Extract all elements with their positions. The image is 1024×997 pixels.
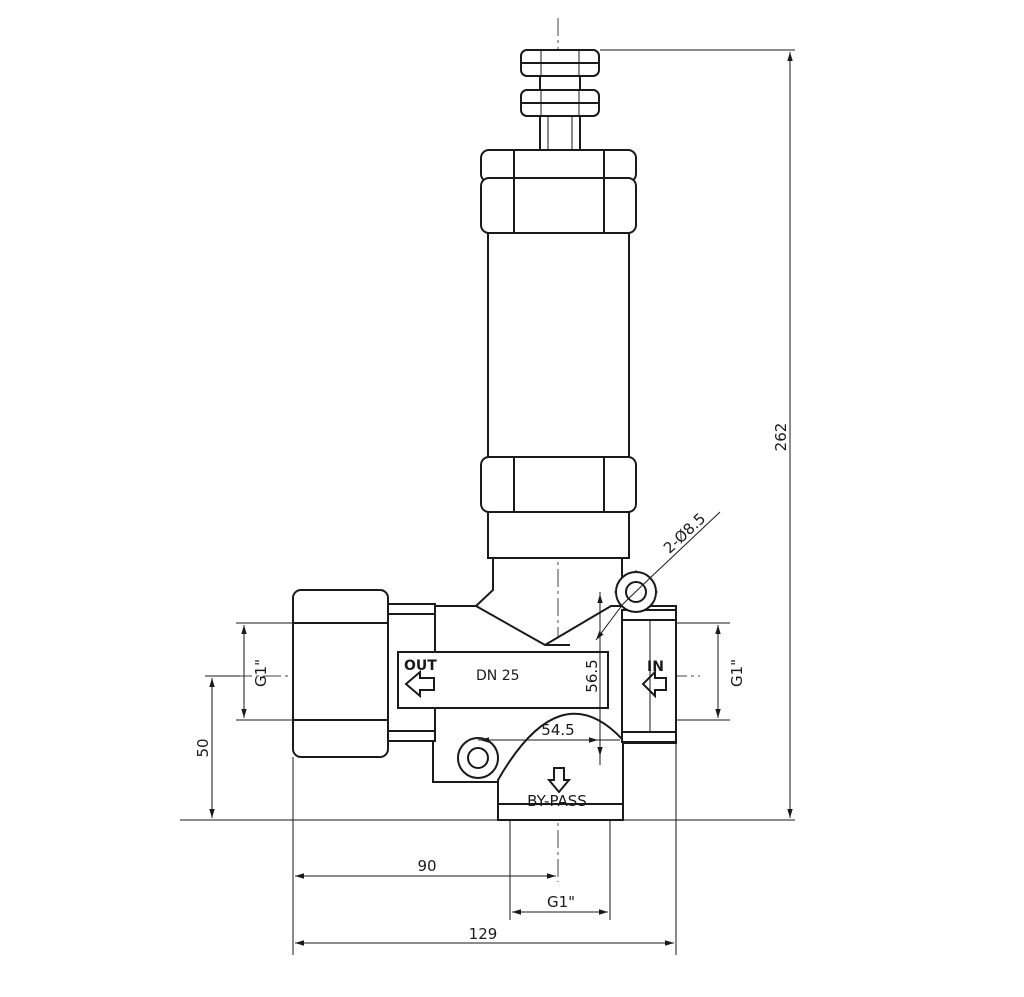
dim-outlet-to-bypass: 90 [417,857,436,875]
dim-total-width: 129 [469,925,498,943]
dim-inlet-thread: G1" [728,659,746,687]
flow-arrows [404,669,667,794]
lower-hex-nut [480,456,637,513]
in-arrow-icon [641,669,667,699]
label-dn: DN 25 [476,668,520,684]
dim-outlet-thread: G1" [252,659,270,687]
dim-total-height: 262 [772,423,790,452]
dim-bypass-thread: G1" [547,893,575,911]
bypass-arrow-icon [546,767,572,794]
dim-hole-spacing-h: 54.5 [541,721,574,739]
dim-mount-holes: 2-Ø8.5 [660,509,709,557]
out-arrow-icon [404,669,435,699]
dimension-lines [209,52,793,946]
dim-inlet-height: 50 [194,738,212,757]
spring-housing [487,232,630,458]
dim-hole-spacing-v: 56.5 [583,659,601,692]
upper-hex-cap [480,149,637,234]
port-labels: OUT IN DN 25 BY-PASS [404,658,664,810]
label-out: OUT [404,658,437,674]
label-in: IN [647,659,664,675]
valve-neck [475,511,630,607]
label-bypass: BY-PASS [527,792,587,810]
adjustment-stem [520,49,600,153]
